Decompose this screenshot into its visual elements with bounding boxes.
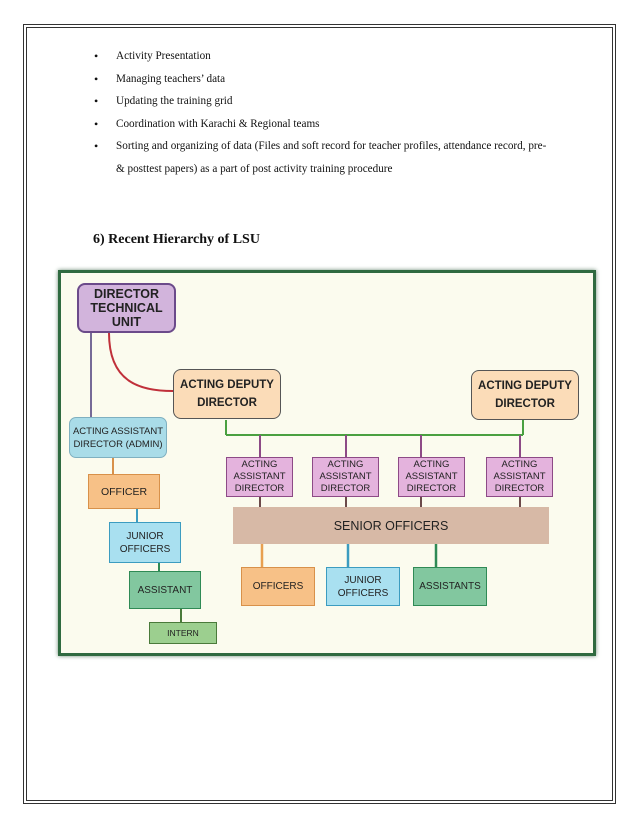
- junior-officers-box: JUNIOR OFFICERS: [109, 522, 181, 563]
- bullet-item: Coordination with Karachi & Regional tea…: [94, 113, 554, 136]
- intern-label: INTERN: [167, 628, 199, 638]
- aad-admin-label: ACTING ASSISTANT DIRECTOR (ADMIN): [72, 425, 164, 450]
- aad-4-label: ACTING ASSISTANT DIRECTOR: [493, 459, 546, 494]
- aad-3-label: ACTING ASSISTANT DIRECTOR: [405, 459, 458, 494]
- section-heading: 6) Recent Hierarchy of LSU: [93, 232, 260, 247]
- acting-deputy-director-right-box: ACTING DEPUTY DIRECTOR: [471, 370, 579, 420]
- junior-officers-label: JUNIOR OFFICERS: [119, 530, 171, 555]
- assistant-label: ASSISTANT: [137, 584, 193, 596]
- acting-deputy-director-left-box: ACTING DEPUTY DIRECTOR: [173, 369, 281, 419]
- assistants-label: ASSISTANTS: [419, 581, 481, 592]
- bullet-item: Updating the training grid: [94, 90, 554, 113]
- acting-assistant-director-admin-box: ACTING ASSISTANT DIRECTOR (ADMIN): [69, 417, 167, 458]
- assistant-box: ASSISTANT: [129, 571, 201, 609]
- director-technical-unit-box: DIRECTOR TECHNICAL UNIT: [77, 283, 176, 333]
- page-border: [26, 27, 613, 801]
- director-label: DIRECTOR TECHNICAL UNIT: [90, 287, 163, 329]
- junior-officers-2-label: JUNIOR OFFICERS: [337, 574, 389, 599]
- officer-box: OFFICER: [88, 474, 160, 509]
- officers-label: OFFICERS: [252, 581, 304, 592]
- aad-1-label: ACTING ASSISTANT DIRECTOR: [233, 459, 286, 494]
- senior-officers-box: SENIOR OFFICERS: [233, 507, 549, 544]
- acting-assistant-director-box-3: ACTING ASSISTANT DIRECTOR: [398, 457, 465, 497]
- org-chart: DIRECTOR TECHNICAL UNIT ACTING DEPUTY DI…: [58, 270, 596, 656]
- assistants-box: ASSISTANTS: [413, 567, 487, 606]
- junior-officers-box-2: JUNIOR OFFICERS: [326, 567, 400, 606]
- aad-2-label: ACTING ASSISTANT DIRECTOR: [319, 459, 372, 494]
- acting-assistant-director-box-4: ACTING ASSISTANT DIRECTOR: [486, 457, 553, 497]
- bullet-item: Sorting and organizing of data (Files an…: [94, 135, 554, 180]
- acting-assistant-director-box-2: ACTING ASSISTANT DIRECTOR: [312, 457, 379, 497]
- senior-officers-label: SENIOR OFFICERS: [333, 518, 449, 533]
- officers-box: OFFICERS: [241, 567, 315, 606]
- bullet-item: Activity Presentation: [94, 45, 554, 68]
- acting-assistant-director-box-1: ACTING ASSISTANT DIRECTOR: [226, 457, 293, 497]
- intern-box: INTERN: [149, 622, 217, 644]
- deputy-right-label: ACTING DEPUTY DIRECTOR: [478, 380, 572, 410]
- org-chart-connectors: [90, 332, 524, 622]
- officer-label: OFFICER: [100, 485, 148, 498]
- bullet-list: Activity Presentation Managing teachers’…: [94, 45, 554, 180]
- bullet-item: Managing teachers’ data: [94, 68, 554, 91]
- deputy-left-label: ACTING DEPUTY DIRECTOR: [180, 379, 274, 409]
